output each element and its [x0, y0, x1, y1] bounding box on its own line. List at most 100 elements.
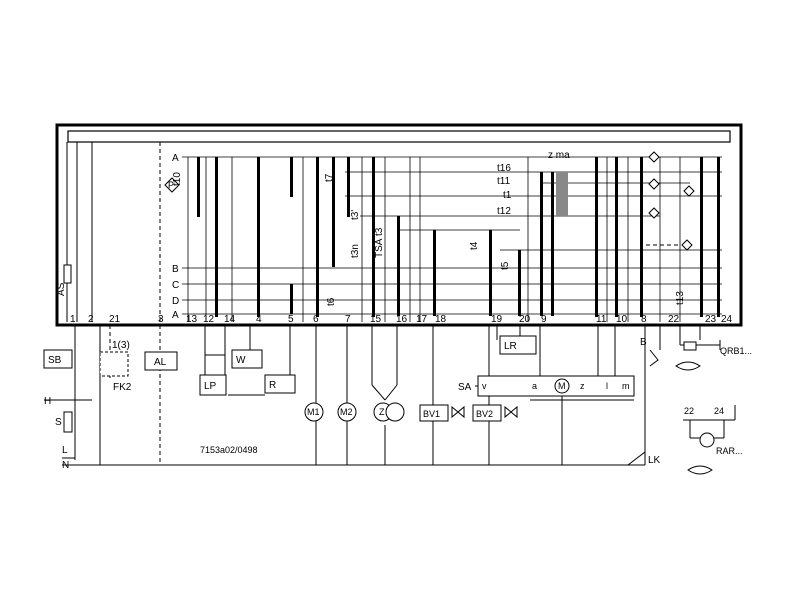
component-b: B — [640, 337, 659, 367]
sa-l-label: l — [606, 381, 608, 391]
terminal-21: 21 — [109, 314, 121, 325]
motor-m1: M1 — [304, 402, 324, 422]
label-t4: t4 — [469, 241, 480, 250]
b-label: B — [640, 337, 647, 348]
terminal-6: 6 — [313, 314, 319, 325]
motor-m2: M2 — [337, 402, 357, 422]
component-r: R — [264, 374, 296, 394]
s-label: S — [55, 417, 62, 428]
label-zma: z ma — [548, 150, 570, 161]
component-lr: LR — [499, 335, 537, 355]
h-label: H — [44, 396, 51, 407]
flame-detector-rar: 22 24 RAR... — [683, 405, 743, 475]
terminal-2: 2 — [88, 314, 94, 325]
as-label: AS — [56, 282, 67, 296]
label-t3n: t3n — [350, 244, 361, 258]
terminal-13: 13 — [186, 314, 198, 325]
row-label-d: D — [172, 296, 179, 307]
component-lk: LK — [627, 451, 661, 466]
terminal-19: 19 — [491, 314, 503, 325]
label-t16: t16 — [497, 163, 511, 174]
terminal-12: 12 — [203, 314, 215, 325]
m1-label: M1 — [307, 407, 320, 417]
terminal-7: 7 — [345, 314, 351, 325]
sb-label: SB — [48, 355, 62, 366]
l-label: L — [62, 445, 68, 456]
terminal-17: 17 — [416, 314, 428, 325]
bv2-label: BV2 — [476, 409, 493, 419]
flame-indicators: P — [164, 151, 695, 251]
row-label-b: B — [172, 264, 179, 275]
al-label: AL — [154, 357, 167, 368]
r-label: R — [269, 380, 276, 391]
terminal-23: 23 — [705, 314, 717, 325]
label-t13: t13 — [675, 291, 686, 305]
fk2-number-label: 1(3) — [112, 340, 130, 351]
lp-label: LP — [204, 381, 217, 392]
terminal-16: 16 — [396, 314, 408, 325]
ignition-transformer-z: Z — [373, 402, 405, 422]
component-w: W — [231, 349, 263, 369]
terminal-5: 5 — [288, 314, 294, 325]
terminal-11: 11 — [596, 314, 607, 325]
terminal-8: 8 — [641, 314, 647, 325]
internal-vertical-wires — [187, 157, 681, 322]
left-internal-wiring: AS — [56, 142, 161, 322]
rar-terminal-22: 22 — [684, 406, 694, 416]
z-label: Z — [379, 407, 385, 417]
sa-a-label: a — [532, 381, 537, 391]
timing-row-lines — [182, 156, 722, 315]
terminal-15: 15 — [370, 314, 382, 325]
terminal-18: 18 — [435, 314, 447, 325]
m2-label: M2 — [340, 407, 353, 417]
label-tsa: TSA — [374, 238, 385, 258]
lk-label: LK — [648, 455, 661, 466]
timing-row-labels: A B C D A — [172, 153, 179, 321]
rar-label: RAR... — [716, 446, 743, 456]
actuator-sa: SA v a M z l m — [458, 375, 635, 397]
sa-z-label: z — [580, 381, 585, 391]
label-t7: t7 — [324, 173, 335, 182]
valve-bv1: BV1 — [419, 404, 465, 422]
label-t3-prime: t3' — [350, 210, 361, 220]
label-t10: t10 — [172, 172, 183, 186]
rar-terminal-24: 24 — [714, 406, 724, 416]
valve-bv2: BV2 — [472, 404, 518, 422]
sa-label: SA — [458, 382, 472, 393]
row-label-a-top: A — [172, 153, 179, 164]
label-t3: t3 — [374, 227, 385, 236]
row-label-c: C — [172, 280, 179, 291]
terminal-4: 4 — [256, 314, 262, 325]
timing-labels: t10 t7 t3' t3n TSA t3 t4 t5 t6 t16 t11 t… — [172, 150, 686, 306]
terminal-14: 14 — [224, 314, 236, 325]
label-t6: t6 — [326, 297, 337, 306]
sa-m-label: m — [622, 381, 630, 391]
terminal-22: 22 — [668, 314, 680, 325]
flame-detector-qrb: QRB1... — [675, 341, 752, 371]
control-unit-housing — [55, 123, 743, 327]
component-lp: LP — [199, 374, 227, 396]
lr-label: LR — [504, 341, 517, 352]
timing-bars — [197, 157, 720, 317]
n-label: N — [62, 460, 69, 471]
sa-v-label: v — [482, 381, 487, 391]
component-sb: SB — [43, 349, 73, 369]
p-symbol: P — [168, 180, 174, 190]
label-t11: t11 — [497, 176, 511, 187]
qrb-label: QRB1... — [720, 346, 752, 356]
terminal-24: 24 — [721, 314, 733, 325]
drawing-number: 7153a02/0498 — [200, 445, 258, 455]
external-wiring — [44, 325, 721, 466]
row-label-a-bottom: A — [172, 310, 179, 321]
w-label: W — [236, 355, 246, 366]
fk2-label: FK2 — [113, 382, 132, 393]
label-t12: t12 — [497, 206, 511, 217]
sa-motor-label: M — [558, 381, 566, 391]
component-fk2: 1(3) FK2 — [99, 340, 132, 393]
bv1-label: BV1 — [423, 409, 440, 419]
terminal-20: 20 — [519, 314, 531, 325]
terminal-10: 10 — [616, 314, 628, 325]
component-al: AL — [144, 351, 178, 371]
